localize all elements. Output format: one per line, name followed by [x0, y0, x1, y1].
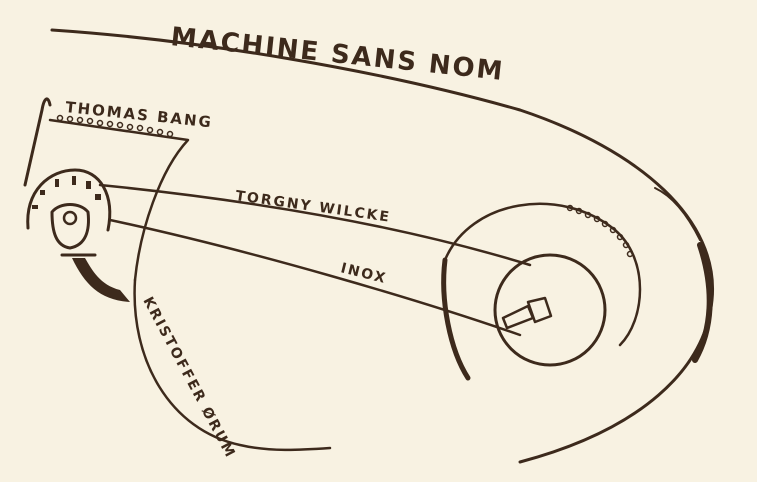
tuning-peg-icon: [501, 296, 553, 330]
string-upper: [98, 183, 532, 267]
knob-body: [50, 203, 90, 250]
knob-center-icon: [62, 210, 78, 226]
lower-left-arc: [133, 278, 332, 452]
right-wheel-inner: [493, 253, 607, 367]
knob-ticks: [32, 176, 101, 209]
right-wheel-thick: [441, 257, 471, 381]
knob-stand: [72, 258, 130, 302]
arm-bar: [48, 118, 190, 282]
outer-arc: [50, 28, 715, 464]
dot-row-right: [566, 204, 634, 258]
left-arm: [23, 97, 52, 187]
outer-arc-thick: [692, 242, 713, 363]
dot-row-left: [56, 114, 174, 138]
string-lower: [108, 218, 522, 337]
outer-arc-top: [654, 187, 701, 241]
knob-arc: [26, 168, 112, 232]
